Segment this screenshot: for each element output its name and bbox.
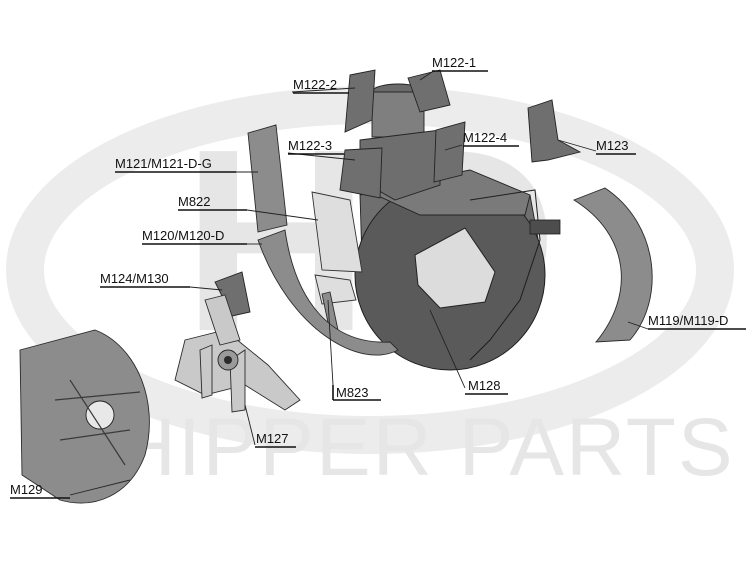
label-m119: M119/M119-D — [648, 313, 728, 328]
part-labels: M122-1 M122-2 M122-3 M122-4 M123 M121/M1… — [10, 55, 746, 499]
label-m122-4: M122-4 — [463, 130, 507, 145]
part-m120 — [257, 229, 399, 356]
part-m122-3 — [339, 147, 383, 199]
label-m124: M124/M130 — [100, 271, 169, 286]
part-m122-1 — [407, 69, 451, 113]
label-m823: M823 — [336, 385, 369, 400]
part-m122-4 — [433, 121, 466, 183]
label-m128: M128 — [468, 378, 501, 393]
label-m129: M129 — [10, 482, 43, 497]
label-m122-3: M122-3 — [288, 138, 332, 153]
label-m122-2: M122-2 — [293, 77, 337, 92]
label-m127: M127 — [256, 431, 289, 446]
label-m123: M123 — [596, 138, 629, 153]
part-m121 — [247, 124, 288, 233]
part-m822 — [311, 191, 363, 273]
label-m122-1: M122-1 — [432, 55, 476, 70]
part-m127-rotor — [174, 294, 301, 413]
part-m122-2 — [344, 69, 376, 133]
label-m822: M822 — [178, 194, 211, 209]
label-m120: M120/M120-D — [142, 228, 224, 243]
leader-lines — [69, 71, 649, 496]
part-m129-disc — [19, 329, 150, 504]
watermark-brand: CHIPPER PARTS — [55, 402, 734, 493]
part-m123 — [527, 99, 582, 163]
label-m121: M121/M121-D-G — [115, 156, 212, 171]
part-m119 — [572, 187, 653, 343]
